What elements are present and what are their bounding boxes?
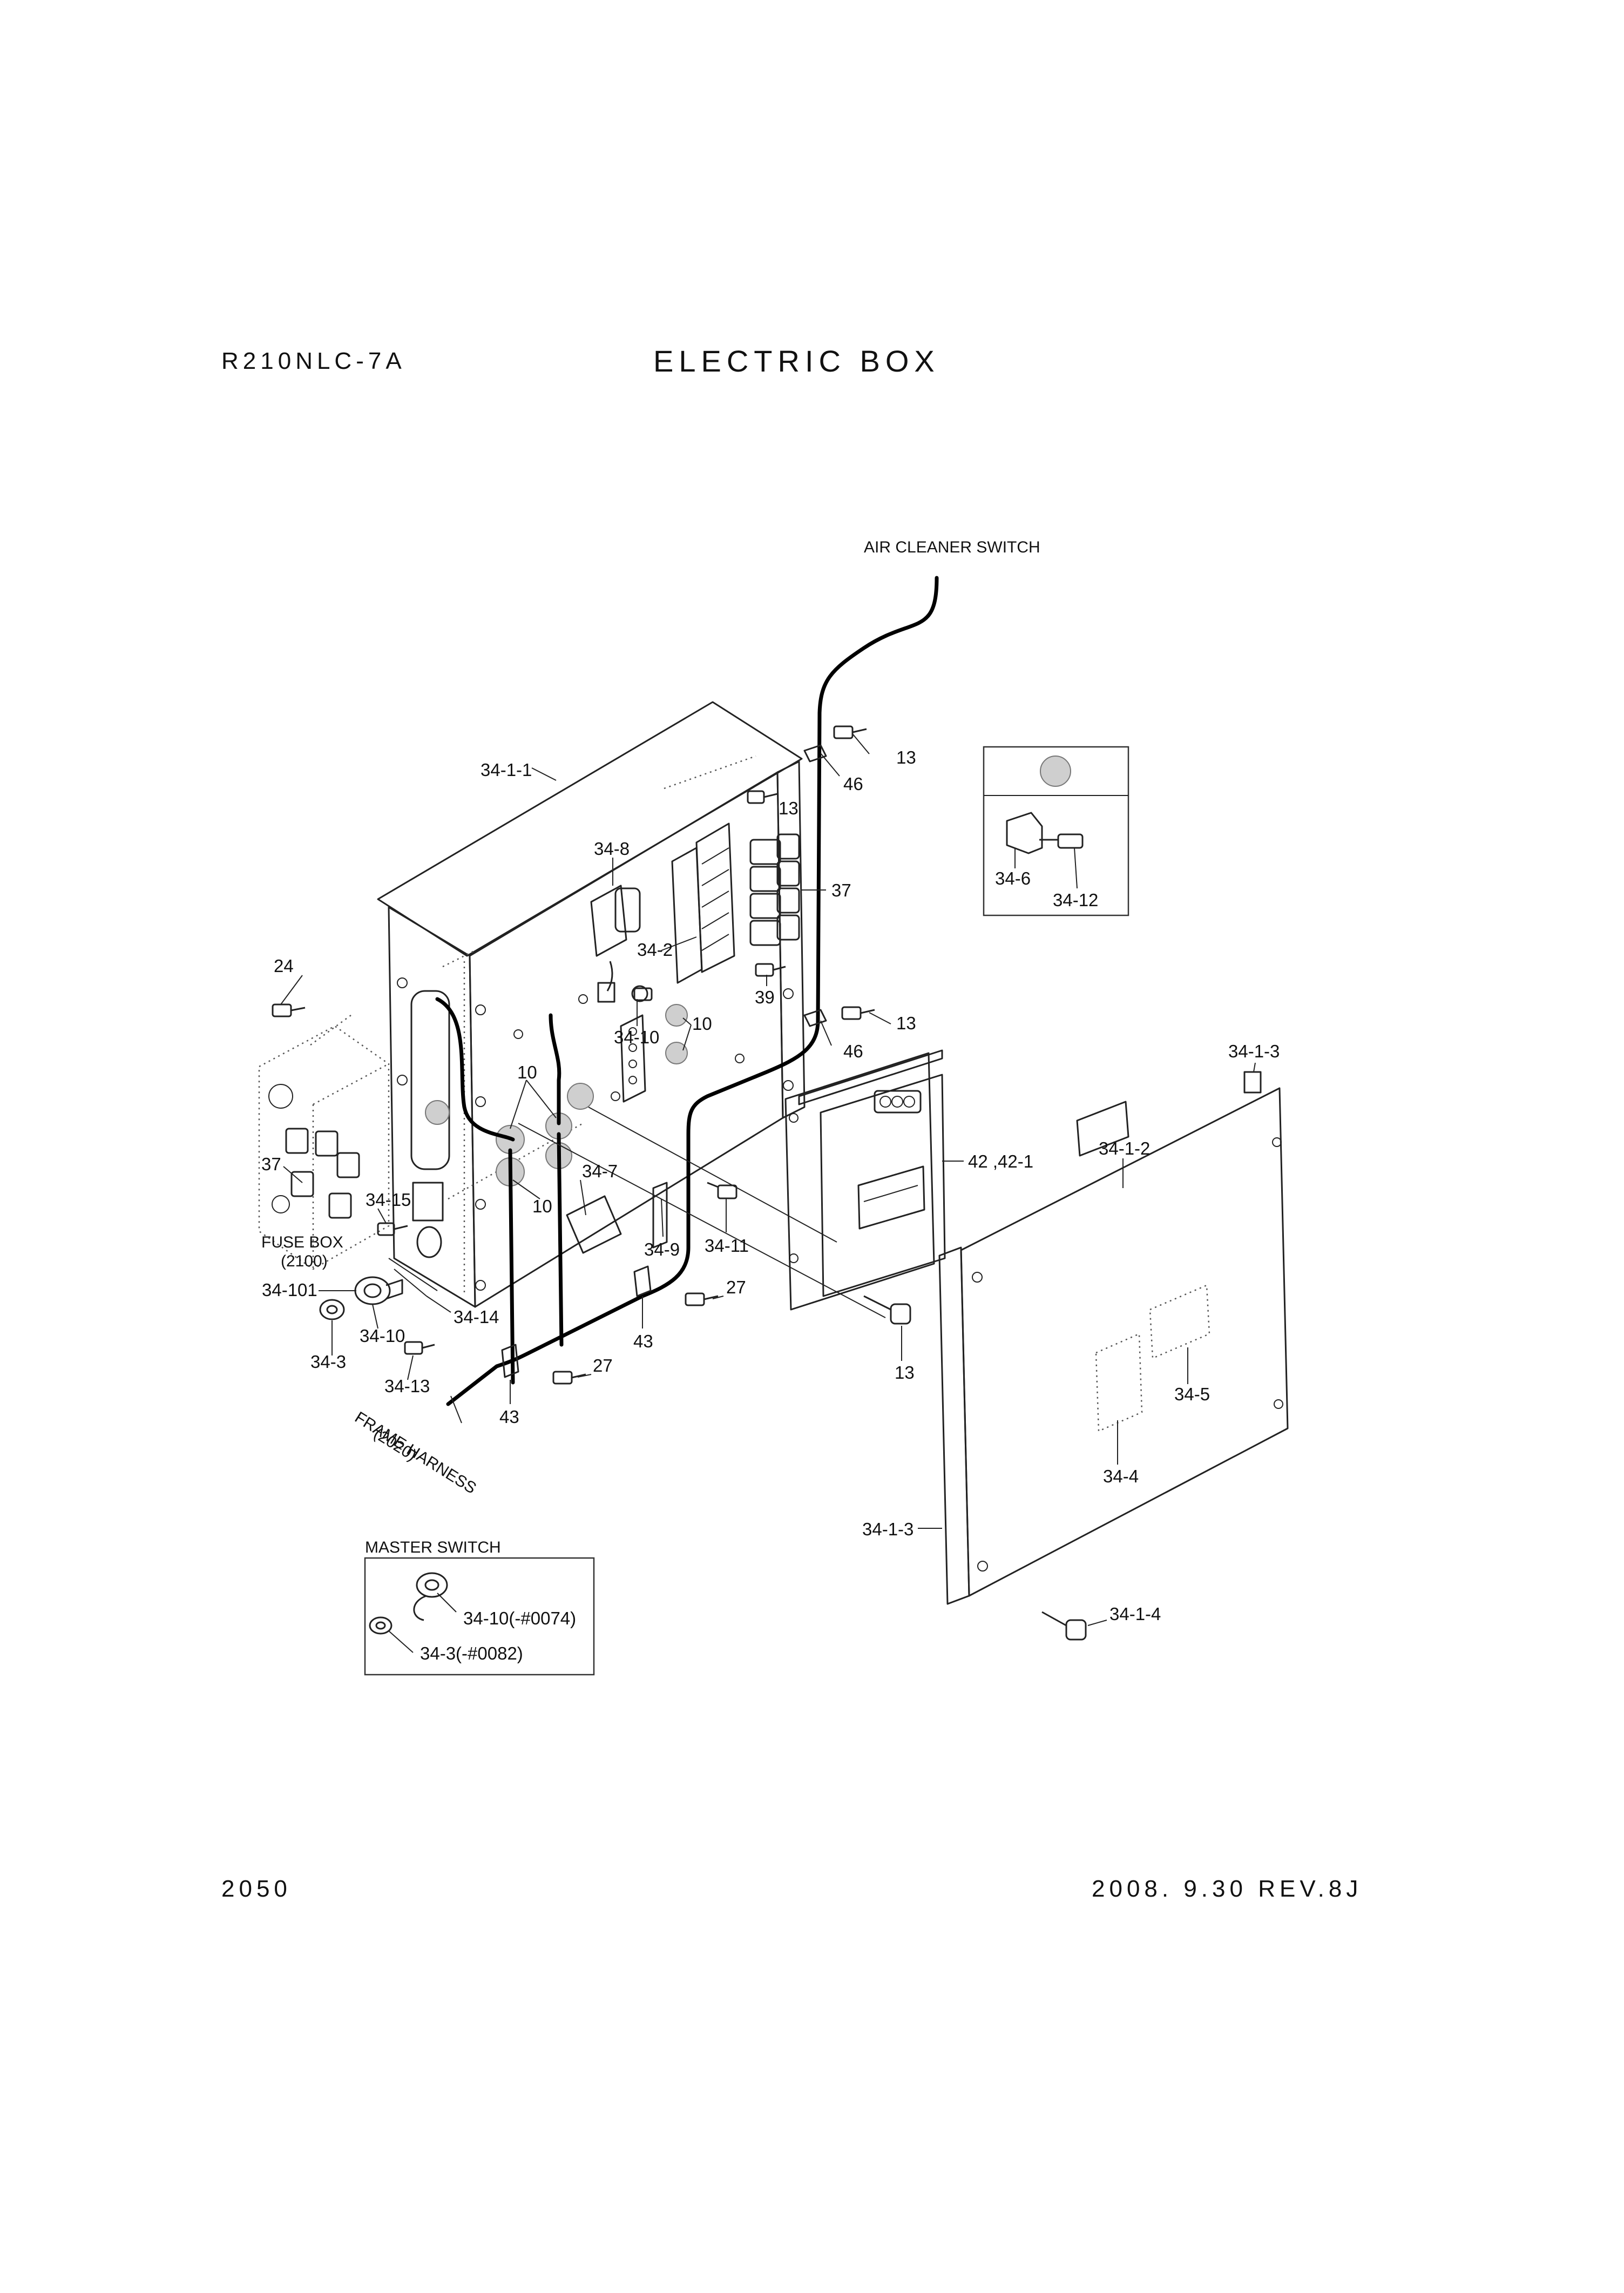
callout-ms-34-3: 34-3(-#0082) [420, 1643, 523, 1663]
callout-27-a: 27 [726, 1277, 746, 1297]
inset-clip-detail [983, 746, 1129, 916]
callout-34-12: 34-12 [1053, 890, 1098, 910]
callout-34-13: 34-13 [384, 1376, 430, 1396]
side-cover-34-1-2 [938, 1071, 1289, 1605]
callout-10-b: 10 [517, 1062, 537, 1082]
bracket-34-9 [652, 1182, 668, 1249]
callout-37-b: 37 [261, 1154, 281, 1174]
bolt-13-mid [841, 1006, 875, 1020]
bolt-34-11 [707, 1182, 737, 1199]
callout-34-1-4: 34-1-4 [1109, 1604, 1161, 1624]
clip-46-b [803, 1009, 827, 1027]
callout-34-10-a: 34-10 [614, 1027, 659, 1047]
callout-34-11: 34-11 [705, 1236, 749, 1256]
master-switch-34-101 [319, 1258, 438, 1320]
note-fuse-box: FUSE BOX [261, 1233, 343, 1251]
relay-module-34-8 [590, 885, 648, 1003]
clamp-43-b [501, 1344, 519, 1378]
callout-ms-34-10: 34-10(-#0074) [463, 1608, 576, 1628]
callout-24: 24 [274, 956, 294, 976]
left-wall-hole [416, 1226, 442, 1258]
terminal-bar [620, 1014, 646, 1103]
callout-42-42-1: 42 ,42-1 [968, 1151, 1033, 1171]
bolt-34-13 [404, 1341, 435, 1355]
callout-39: 39 [755, 987, 775, 1007]
callout-34-1-1: 34-1-1 [481, 760, 532, 780]
callout-46-a: 46 [843, 774, 863, 794]
electric-box-housing [377, 701, 806, 1308]
callout-34-4: 34-4 [1103, 1466, 1139, 1486]
callout-27-b: 27 [593, 1355, 613, 1375]
callout-13-a: 13 [896, 747, 916, 767]
bolts [272, 725, 1087, 1641]
bolt-13-upper [747, 790, 778, 804]
callout-34-14: 34-14 [454, 1307, 499, 1327]
bolt-24 [272, 1003, 306, 1017]
callout-10-a: 10 [692, 1014, 712, 1034]
page-title: ELECTRIC BOX [653, 344, 940, 378]
inset-master-switch: MASTER SWITCH [364, 1539, 595, 1676]
callout-10-c: 10 [532, 1196, 552, 1216]
callout-34-7: 34-7 [582, 1161, 618, 1181]
callout-34-15: 34-15 [366, 1190, 411, 1210]
clip-46-a [803, 744, 827, 763]
callout-34-5: 34-5 [1174, 1384, 1210, 1404]
inset-frame [983, 746, 1129, 916]
leader-lines [280, 734, 1256, 1653]
callout-34-8: 34-8 [594, 839, 630, 859]
callout-43-a: 43 [633, 1331, 653, 1351]
bolt-13-top [833, 725, 867, 739]
wiring-harness [435, 576, 939, 1406]
callout-13-b: 13 [779, 798, 799, 818]
bolt-34-1-4 [1041, 1611, 1087, 1641]
callout-34-101: 34-101 [262, 1280, 317, 1300]
master-switch-frame [364, 1557, 595, 1676]
callout-34-10-b: 34-10 [360, 1326, 405, 1346]
relay-stack-37 [749, 833, 800, 946]
bolt-39 [755, 963, 786, 977]
bolt-13-bottom [863, 1295, 911, 1325]
callout-34-3: 34-3 [310, 1352, 346, 1372]
fuse-box-2100 [258, 1014, 390, 1270]
bolt-34-15 [377, 1222, 408, 1236]
model-code: R210NLC-7A [221, 348, 406, 374]
note-fuse-box-ref: (2100) [281, 1252, 328, 1270]
callout-34-1-3-a: 34-1-3 [1228, 1041, 1280, 1061]
callouts: 34-1-1 34-8 34-2 34-10 10 10 10 39 37 37… [261, 747, 1280, 1663]
bolt-27-a [685, 1292, 719, 1306]
callout-34-2: 34-2 [637, 940, 673, 960]
callout-34-1-3-b: 34-1-3 [862, 1519, 914, 1539]
page-number: 2050 [221, 1876, 292, 1902]
cover-plate-34-7 [566, 1195, 622, 1254]
master-switch-title: MASTER SWITCH [365, 1539, 501, 1556]
note-air-cleaner-switch: AIR CLEANER SWITCH [864, 538, 1040, 556]
box-top-cover [377, 701, 803, 957]
box-right-flange [776, 760, 806, 1119]
callout-13-d: 13 [895, 1363, 915, 1382]
left-wall-window [412, 1182, 444, 1222]
revision-date: 2008. 9.30 REV.8J [1092, 1876, 1362, 1902]
left-wall-cutout [410, 990, 450, 1170]
bolt-27-b [552, 1371, 586, 1385]
callout-46-b: 46 [843, 1041, 863, 1061]
callout-34-6: 34-6 [995, 868, 1031, 888]
clamp-43-a [633, 1265, 652, 1297]
fuse-block-34-2 [671, 822, 735, 984]
callout-43-b: 43 [499, 1407, 519, 1427]
controller-unit-42 [784, 1049, 946, 1311]
bolt-34-10-a [633, 987, 653, 1001]
callout-34-9: 34-9 [644, 1239, 680, 1259]
callout-37-a: 37 [831, 880, 851, 900]
callout-13-c: 13 [896, 1013, 916, 1033]
callout-34-1-2: 34-1-2 [1099, 1138, 1150, 1158]
